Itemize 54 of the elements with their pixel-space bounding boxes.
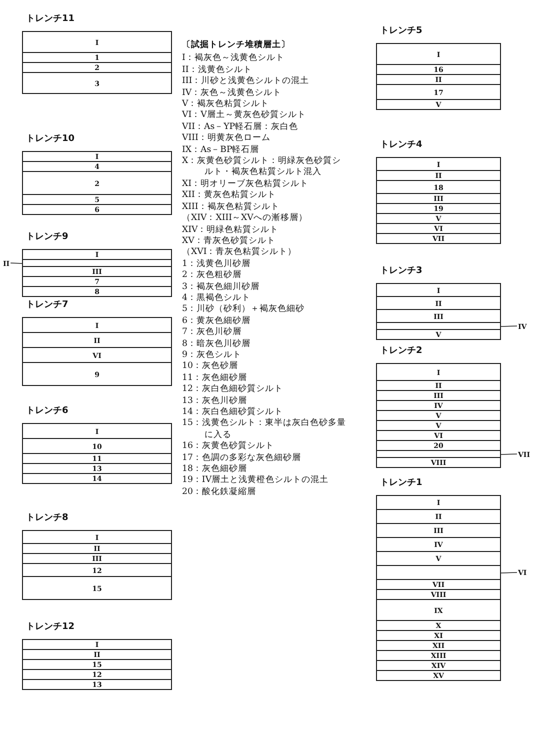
legend-entry: XV：青灰色砂質シルト	[182, 236, 276, 247]
legend-entry: II：浅黄色シルト	[182, 64, 253, 76]
legend-entry: （XIV：XIII～XVへの漸移層）	[182, 213, 308, 224]
legend-entry: 2：灰色粗砂層	[182, 270, 242, 282]
leader-line	[500, 454, 518, 455]
legend-entry: 17：色調の多彩な灰色細砂層	[182, 452, 302, 464]
legend-entry: 6：黄灰色細砂層	[182, 316, 252, 327]
trench-title: トレンチ5	[380, 25, 422, 37]
legend-entry: 9：灰色シルト	[182, 350, 242, 361]
trench-title: トレンチ9	[26, 231, 68, 243]
legend-entry: I：褐灰色～浅黄色シルト	[182, 53, 286, 65]
legend-entry: XII：黄灰色粘質シルト	[182, 190, 277, 202]
legend-entry: 19：IV層土と浅黄橙色シルトの混土	[182, 475, 330, 487]
trench-title: トレンチ6	[26, 405, 68, 417]
legend-entry: 20：酸化鉄凝縮層	[182, 486, 257, 498]
leader-line	[500, 326, 518, 327]
legend-entry: X：灰黄色砂質シルト：明緑灰色砂質シルト・褐灰色粘質シルト混入	[182, 156, 342, 179]
legend-entry: VII：As－YP軽石層：灰白色	[182, 122, 300, 133]
legend-entry: IX：As－BP軽石層	[182, 144, 260, 156]
legend-entry: 8：暗灰色川砂層	[182, 338, 252, 350]
legend-entry: 5：川砂（砂利）＋褐灰色細砂	[182, 304, 306, 316]
legend-entry: 10：灰色砂層	[182, 361, 239, 373]
trench-title: トレンチ4	[380, 139, 422, 151]
legend-entry: 7：灰色川砂層	[182, 327, 242, 339]
legend-entry: III：川砂と浅黄色シルトの混土	[182, 76, 310, 88]
trench-title: トレンチ10	[26, 133, 75, 145]
trench-title: トレンチ12	[26, 621, 75, 633]
legend-entry: 1：浅黄色川砂層	[182, 258, 252, 270]
legend-entry: 18：灰色細砂層	[182, 464, 248, 475]
legend-entry: IV：灰色～浅黄色シルト	[182, 88, 283, 99]
trench-title: トレンチ3	[380, 265, 422, 277]
legend-entry: XIII：褐灰色粘質シルト	[182, 202, 280, 213]
trench-title: トレンチ11	[26, 13, 75, 25]
legend-entry: 14：灰白色細砂質シルト	[182, 407, 284, 418]
legend-title: 〔試掘トレンチ堆積層土〕	[182, 40, 291, 52]
legend-entry: 11：灰色細砂層	[182, 372, 248, 384]
legend-entry: 3：褐灰色細川砂層	[182, 282, 260, 293]
legend-entry: VIII：明黄灰色ローム	[182, 133, 272, 145]
legend-entry: 15：浅黄色シルト：東半は灰白色砂多量に入る	[182, 418, 347, 441]
leader-line	[500, 572, 518, 574]
legend-entry: 16：灰黄色砂質シルト	[182, 441, 275, 453]
legend-entry: （XVI：青灰色粘質シルト）	[182, 247, 298, 259]
leader-line	[10, 262, 24, 264]
legend-entry: 13：灰色川砂層	[182, 396, 248, 407]
legend-entry: 4：黒褐色シルト	[182, 292, 252, 304]
legend-entry: V：褐灰色粘質シルト	[182, 99, 270, 110]
trench-title: トレンチ8	[26, 512, 68, 524]
trench-title: トレンチ1	[380, 477, 422, 489]
trench-title: トレンチ2	[380, 345, 422, 357]
legend-entry: XI：明オリーブ灰色粘質シルト	[182, 178, 310, 190]
legend-entry: XIV：明緑色粘質シルト	[182, 224, 280, 236]
legend-entry: 12：灰白色細砂質シルト	[182, 384, 284, 396]
trench-title: トレンチ7	[26, 299, 68, 311]
legend-entry: VI：V層土～黄灰色砂質シルト	[182, 110, 307, 122]
